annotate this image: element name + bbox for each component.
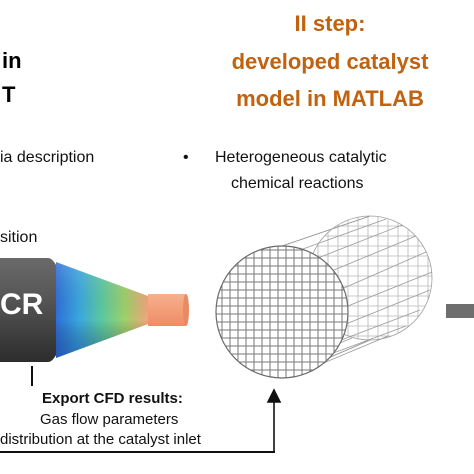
catalyst-front-face	[215, 245, 349, 379]
export-heading: Export CFD results:	[42, 390, 183, 407]
bullet-text-line2: chemical reactions	[231, 175, 364, 192]
export-line2: distribution at the catalyst inlet	[0, 431, 201, 448]
step-title-line2: developed catalyst	[231, 49, 429, 74]
outlet-pipe	[148, 294, 186, 326]
export-left-tick	[31, 366, 33, 386]
left-item-description: ia description	[0, 149, 95, 166]
left-item-composition: sition	[0, 229, 38, 246]
left-title-line2: T	[2, 82, 16, 107]
left-title-line1: in	[2, 48, 22, 73]
step-title-line3: model in MATLAB	[236, 86, 424, 111]
export-underline	[0, 451, 275, 453]
next-step-arrow	[446, 304, 474, 318]
step-title-line1: II step:	[294, 11, 366, 36]
export-line1: Gas flow parameters	[40, 411, 179, 428]
bullet-text-line1: Heterogeneous catalytic	[215, 149, 387, 166]
bullet-marker: •	[183, 149, 189, 166]
reactor-label: CR	[0, 288, 44, 321]
